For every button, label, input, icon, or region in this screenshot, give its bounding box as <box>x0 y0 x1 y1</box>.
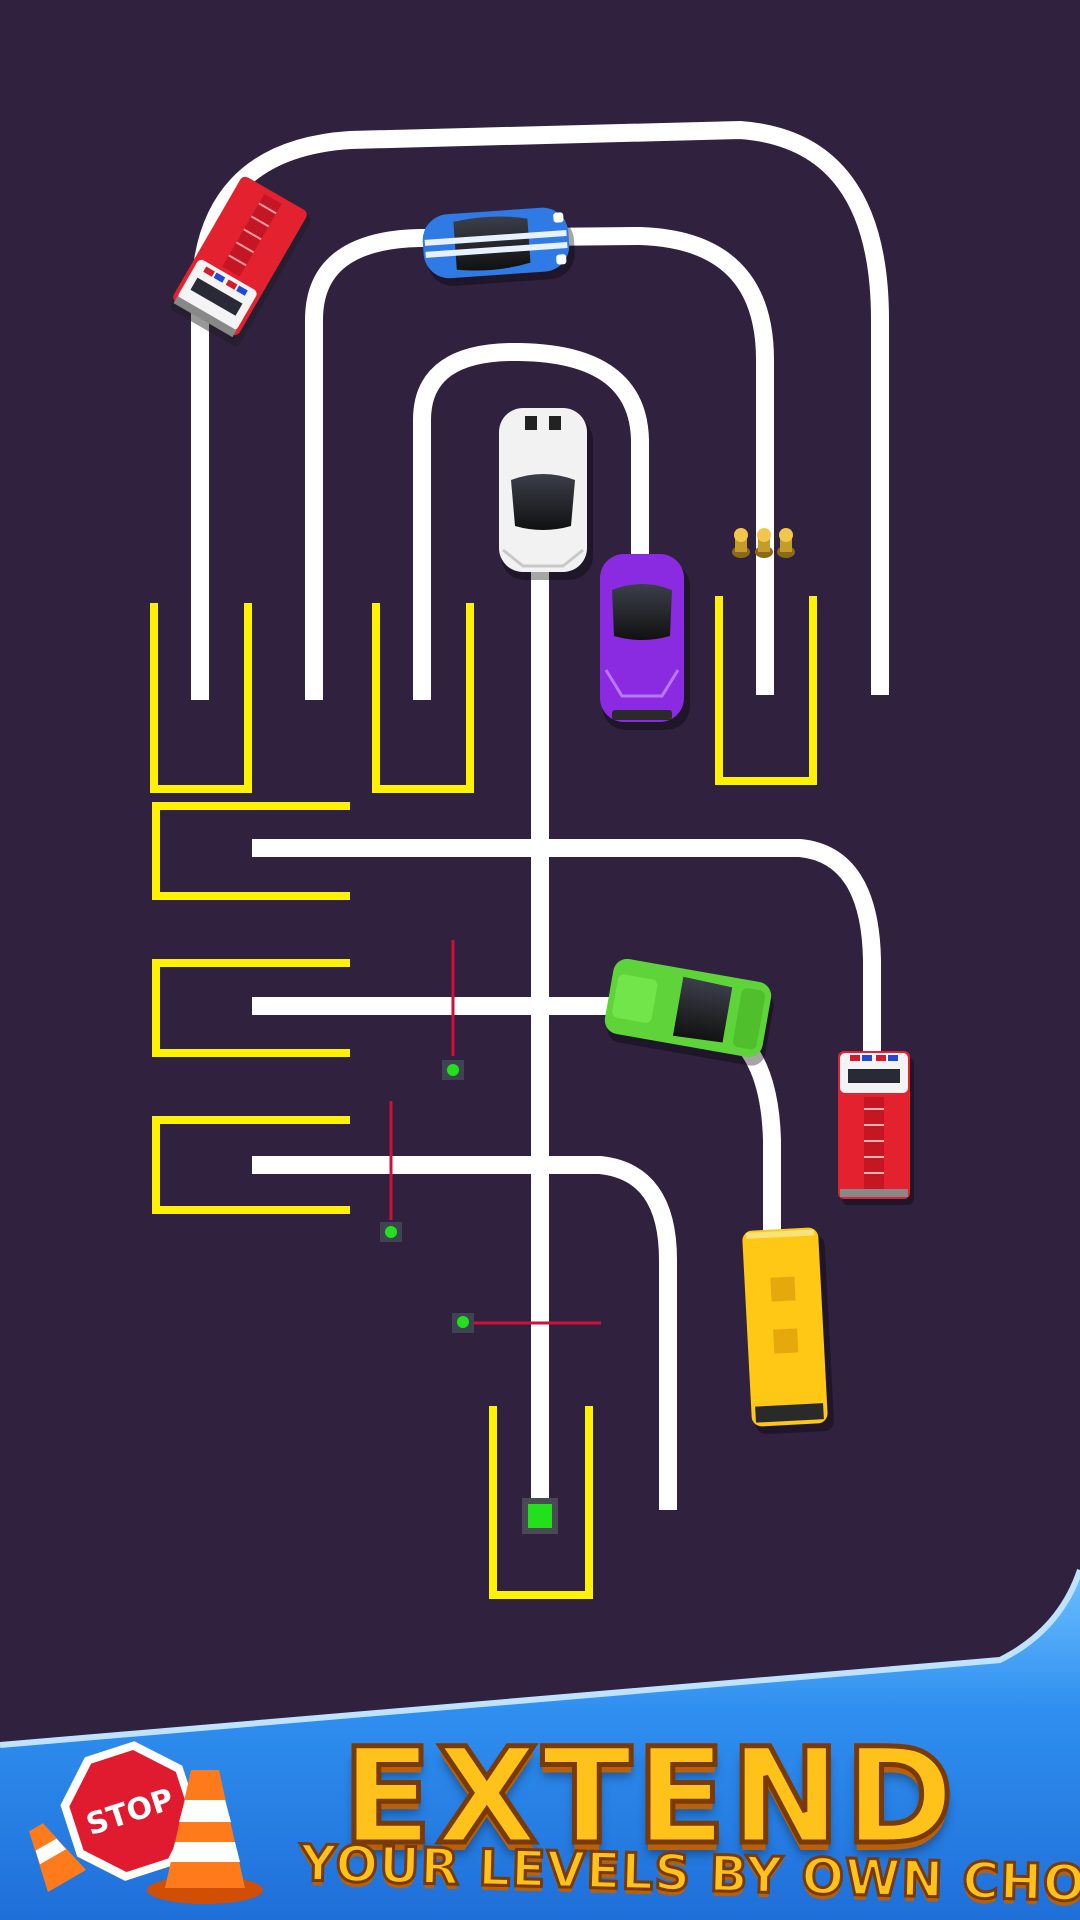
road-inner-loop <box>413 342 649 700</box>
blue-sports-car[interactable] <box>421 206 577 288</box>
parking-spot-4 <box>152 802 350 900</box>
road-network <box>191 120 889 1510</box>
road-middle-loop <box>305 226 774 700</box>
barrier-1[interactable] <box>442 940 464 1080</box>
goal-marker <box>522 1498 558 1534</box>
road-green-car-exit <box>733 1033 781 1240</box>
traffic-cone-small-icon <box>29 1823 87 1892</box>
parking-spot-goal <box>489 1406 593 1599</box>
barrier-2[interactable] <box>380 1101 402 1242</box>
parking-spot-5 <box>152 959 350 1057</box>
green-muscle-car[interactable] <box>601 957 777 1068</box>
promo-banner <box>0 1569 1080 1920</box>
fire-truck-top-left[interactable] <box>167 175 315 349</box>
bollard <box>732 528 750 558</box>
road-branch-1 <box>252 839 881 1070</box>
bollard <box>755 528 773 558</box>
traffic-cone-icon <box>147 1770 263 1904</box>
headline: EXTEND <box>339 1718 959 1877</box>
fire-truck-right[interactable] <box>838 1051 914 1205</box>
road-branch-3 <box>252 1156 677 1510</box>
purple-sports-car[interactable] <box>600 554 690 730</box>
parking-spot-3 <box>715 596 817 785</box>
parking-spots <box>150 596 817 1599</box>
bollard <box>777 528 795 558</box>
road-outer-loop <box>191 120 889 700</box>
white-sports-car[interactable] <box>499 408 593 580</box>
parking-spot-6 <box>152 1116 350 1214</box>
bollards <box>732 528 795 558</box>
stop-sign-icon: STOP <box>60 1741 199 1881</box>
barrier-3[interactable] <box>452 1313 601 1333</box>
parking-spot-2 <box>372 603 474 793</box>
parking-spot-1 <box>150 603 252 793</box>
yellow-bus[interactable] <box>742 1227 835 1435</box>
